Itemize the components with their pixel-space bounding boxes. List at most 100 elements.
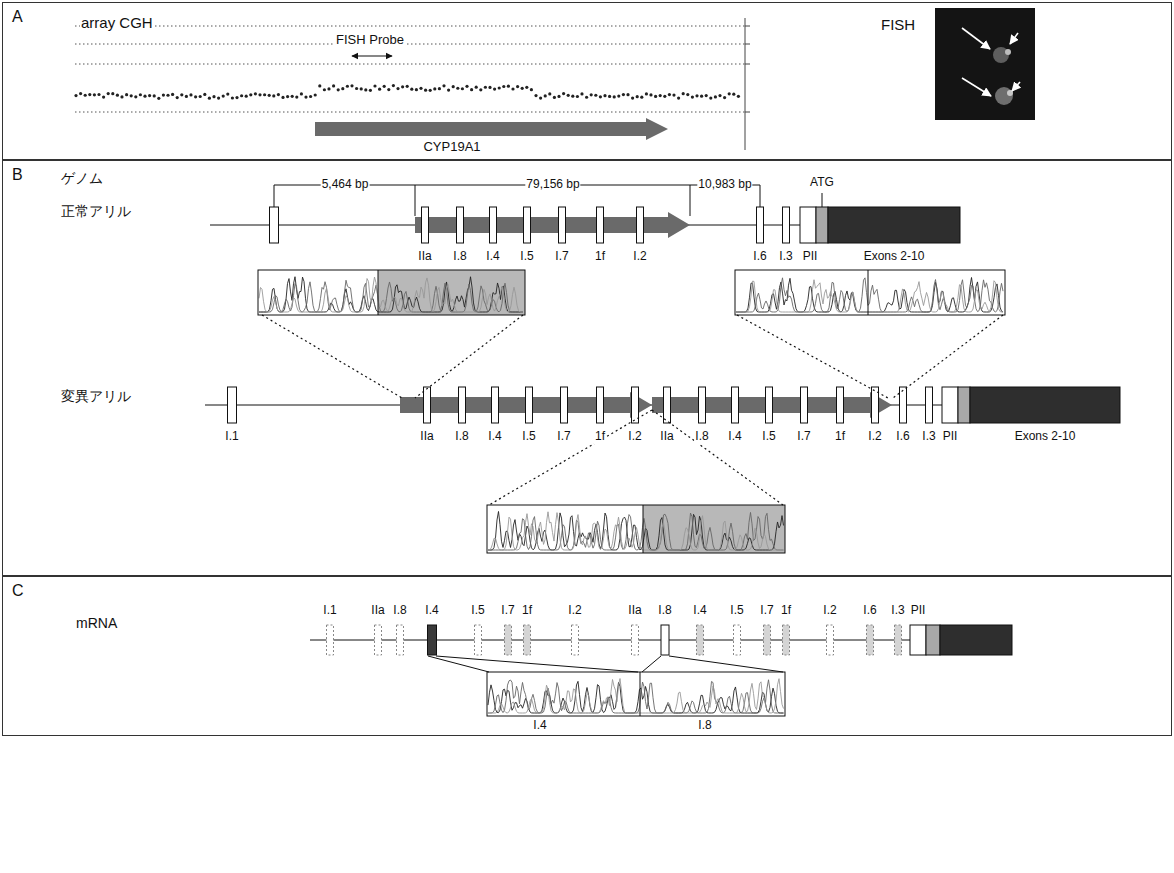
feature-label: I.2	[632, 250, 647, 264]
cgh-dot	[659, 94, 662, 97]
cgh-dot	[88, 93, 91, 96]
feature-label: I.4	[424, 604, 439, 618]
feature-label: 1f	[594, 250, 606, 264]
cgh-dot	[93, 93, 96, 96]
chromatogram-trace	[259, 277, 523, 312]
feature-label: I.7	[554, 250, 569, 264]
feature-label: I.4	[485, 250, 500, 264]
pii-box	[942, 387, 958, 423]
heading-label: FISH	[880, 16, 916, 33]
fish-photo	[935, 8, 1035, 120]
grid-line	[75, 112, 745, 113]
cgh-dot	[465, 85, 468, 88]
utr-box	[816, 207, 828, 243]
exon-box	[699, 387, 706, 423]
exon-box	[505, 625, 512, 655]
chromatogram-bg	[258, 270, 525, 315]
cgh-dot	[107, 92, 110, 95]
axis-tick	[745, 26, 750, 27]
exon-box	[561, 387, 568, 423]
mrna-row	[310, 625, 1012, 655]
exon-box	[524, 207, 531, 243]
cgh-dot	[493, 87, 496, 90]
cgh-dot	[686, 93, 689, 96]
feature-label: 10,983 bp	[697, 178, 752, 192]
cgh-dot	[640, 96, 643, 99]
pii-box	[800, 207, 816, 243]
chromatogram-frame	[735, 270, 1005, 315]
feature-label: CYP19A1	[422, 140, 481, 155]
exon-box	[270, 207, 279, 243]
feature-label: IIa	[419, 430, 434, 444]
cgh-dot	[502, 85, 505, 88]
cgh-dot	[576, 95, 579, 98]
feature-label: Exons 2-10	[1014, 430, 1077, 444]
cgh-dot	[507, 85, 510, 88]
cgh-dot	[180, 93, 183, 96]
cgh-dot	[245, 95, 248, 98]
cgh-dot	[668, 93, 671, 96]
feature-label: 1f	[780, 604, 792, 618]
probe-arrow	[352, 55, 392, 56]
chromatogram-frame	[487, 505, 785, 553]
feature-label: FISH Probe	[335, 33, 405, 48]
cgh-dot	[433, 87, 436, 90]
chromatogram	[487, 672, 785, 716]
cgh-dot	[153, 94, 156, 97]
cgh-dot	[645, 92, 648, 95]
chromatogram-trace	[488, 512, 784, 550]
cgh-dot	[429, 89, 432, 92]
cgh-dot	[286, 95, 289, 98]
cgh-dot	[585, 96, 588, 99]
cgh-dot	[663, 95, 666, 98]
cgh-dot	[599, 95, 602, 98]
panel-frame: A	[2, 2, 1172, 160]
exon-box	[492, 387, 499, 423]
feature-label: I.8	[697, 719, 712, 733]
exon-box	[375, 625, 382, 655]
chromatogram-bg	[487, 672, 785, 716]
axis-line	[745, 18, 746, 150]
cgh-dot	[171, 93, 174, 96]
grid-line	[75, 64, 745, 65]
feature-label: I.8	[694, 430, 709, 444]
fish-pointer	[962, 28, 990, 49]
feature-label: PII	[910, 604, 927, 618]
breakpoint-leader	[652, 410, 783, 505]
breakpoint-leader	[737, 315, 888, 398]
cgh-dot	[97, 93, 100, 96]
cgh-dot	[723, 96, 726, 99]
feature-label: I.5	[519, 250, 534, 264]
exon-box	[524, 625, 531, 655]
cgh-dot	[199, 95, 202, 98]
array-cgh-plot	[74, 18, 750, 150]
coding-exons	[970, 387, 1120, 423]
cgh-dot	[677, 96, 680, 99]
cgh-dot	[548, 92, 551, 95]
feature-label: I.7	[556, 430, 571, 444]
cgh-dot	[116, 94, 119, 97]
feature-label: 5,464 bp	[321, 178, 370, 192]
cgh-dot	[148, 94, 151, 97]
chromatogram-trace	[488, 679, 784, 713]
chromatogram-bg	[735, 270, 1005, 315]
cgh-dot	[728, 92, 731, 95]
cgh-dot	[649, 93, 652, 96]
cgh-dot	[415, 88, 418, 91]
feature-label: I.6	[895, 430, 910, 444]
cgh-dot	[654, 95, 657, 98]
cgh-dot	[295, 96, 298, 99]
exon-box	[459, 387, 466, 423]
heading-label: array CGH	[80, 14, 154, 31]
cgh-dot	[410, 88, 413, 91]
cgh-dot	[281, 96, 284, 99]
coding-exons	[940, 625, 1012, 655]
cgh-dot	[84, 94, 87, 97]
cgh-dot	[272, 94, 275, 97]
dimension-tick	[274, 185, 275, 207]
cgh-dot	[516, 85, 519, 88]
grid-line	[75, 44, 745, 45]
fish-pointer	[962, 78, 991, 96]
